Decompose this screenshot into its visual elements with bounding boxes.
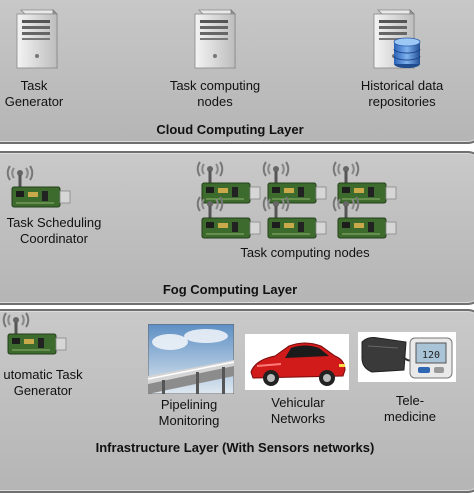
vehicular-networks-label: Vehicular Networks xyxy=(270,395,326,426)
cloud-layer-title: Cloud Computing Layer xyxy=(156,122,304,137)
sensor-node-icon xyxy=(4,165,74,211)
sports-car-image xyxy=(245,334,349,390)
database-icon xyxy=(393,37,421,68)
task-scheduling-coordinator-label: Task Scheduling Coordinator xyxy=(6,215,102,246)
sensor-node-icon xyxy=(194,196,264,242)
sensor-node-icon xyxy=(260,196,330,242)
fog-layer-title: Fog Computing Layer xyxy=(162,282,298,297)
fog-task-computing-nodes-label: Task computing nodes xyxy=(240,245,370,260)
automatic-task-generator-label: utomatic Task Generator xyxy=(3,367,83,398)
cloud-task-computing-nodes-label: Task computing nodes xyxy=(169,78,261,109)
blood-pressure-monitor-image: 120 xyxy=(358,332,456,382)
historical-data-repositories-label: Historical data repositories xyxy=(360,78,444,109)
task-generator-label: Task Generator xyxy=(4,78,64,109)
pipeline-image xyxy=(148,324,234,394)
infrastructure-layer-title: Infrastructure Layer (With Sensors netwo… xyxy=(95,440,375,455)
sensor-node-icon xyxy=(330,196,400,242)
telemedicine-label: Tele- medicine xyxy=(383,393,437,424)
sensor-node-icon xyxy=(0,312,70,358)
server-icon xyxy=(191,8,237,70)
server-icon xyxy=(13,8,59,70)
pipelining-monitoring-label: Pipelining Monitoring xyxy=(158,397,220,428)
svg-text:120: 120 xyxy=(422,350,440,361)
